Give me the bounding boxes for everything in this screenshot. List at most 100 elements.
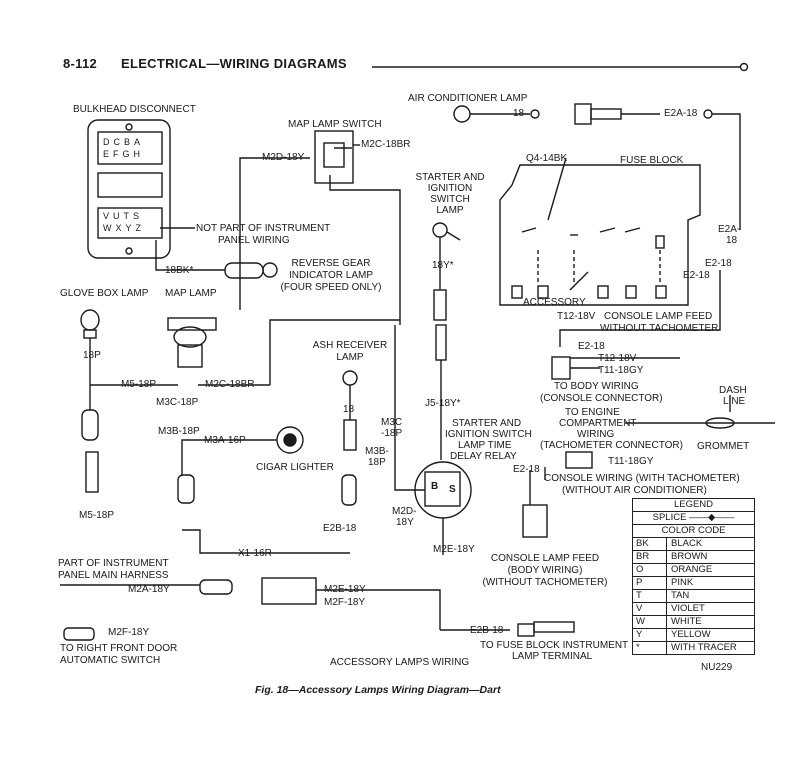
to-engine-label-4: (TACHOMETER CONNECTOR) (540, 440, 683, 451)
wire-m3b-v-1: M3B- (365, 446, 389, 457)
wire-e2a-18: E2A-18 (664, 108, 698, 119)
not-part-note-2: PANEL WIRING (218, 235, 290, 246)
reverse-lamp-label-3: (FOUR SPEED ONLY) (280, 282, 382, 293)
console-wiring-label-1: CONSOLE WIRING (WITH TACHOMETER) (544, 473, 740, 484)
console-wiring-label-2: (WITHOUT AIR CONDITIONER) (562, 485, 707, 496)
dash-line-label-1: DASH (719, 385, 747, 396)
bulkhead-cells-top-1: DCBA (103, 137, 145, 147)
wire-m3c-v-2: -18P (381, 428, 403, 439)
console-body-label-2: (BODY WIRING) (507, 565, 583, 576)
door-switch-label-2: AUTOMATIC SWITCH (60, 655, 161, 666)
starter-lamp-label-2: IGNITION (427, 183, 473, 194)
part-of-label-2: PANEL MAIN HARNESS (58, 570, 169, 581)
bulkhead-cells-top-2: EFGH (103, 149, 145, 159)
fuse-block-terminal-label-1: TO FUSE BLOCK INSTRUMENT (480, 640, 629, 651)
relay-label-4: DELAY RELAY (450, 451, 517, 462)
wire-m5-18p: M5-18P (121, 379, 157, 390)
wire-m2e-18y: M2E-18Y (324, 584, 366, 595)
accessory-label: ACCESSORY (523, 297, 586, 308)
wire-18-ash: 18 (343, 404, 355, 415)
wire-x1-16r: X1-16R (238, 548, 272, 559)
console-feed-label-2: WITHOUT TACHOMETER (600, 323, 719, 334)
relay-label-3: LAMP TIME (458, 440, 512, 451)
starter-lamp-label-3: SWITCH (430, 194, 470, 205)
wire-t12-18v-top: T12-18V (557, 311, 596, 322)
to-body-label-1: TO BODY WIRING (554, 381, 639, 392)
to-engine-label-3: WIRING (577, 429, 615, 440)
wire-q4-14bk: Q4-14BK (526, 153, 568, 164)
wire-e2a-18-side-2: 18 (726, 235, 738, 246)
bulkhead-cells-bottom-2: WXYZ (103, 223, 146, 233)
to-engine-label-2: COMPARTMENT (559, 418, 637, 429)
starter-lamp-label-1: STARTER AND (415, 172, 485, 183)
wire-m3c-18p: M3C-18P (156, 397, 199, 408)
wire-m3b-v-2: 18P (368, 457, 386, 468)
not-part-note-1: NOT PART OF INSTRUMENT (196, 223, 331, 234)
wire-e2-18-relay: E2-18 (513, 464, 540, 475)
wire-18bk: 18BK* (165, 265, 194, 276)
wire-m2f-18y-door: M2F-18Y (108, 627, 150, 638)
legend-title: LEGEND (673, 499, 714, 510)
starter-lamp-label-4: LAMP (436, 205, 464, 216)
wire-e2-18-fuse: E2-18 (683, 270, 710, 281)
reverse-lamp-label-2: INDICATOR LAMP (288, 270, 374, 281)
wire-t11-18gy-2: T11-18GY (608, 456, 654, 467)
wire-t12-18v: T12-18V (598, 353, 637, 364)
fuse-block-label: FUSE BLOCK (620, 155, 684, 166)
reverse-lamp-label-1: REVERSE GEAR (291, 258, 371, 269)
console-body-label-1: CONSOLE LAMP FEED (490, 553, 600, 564)
wire-m2c-18br-top: M2C-18BR (361, 139, 411, 150)
legend-row: *WITH TRACER (633, 641, 754, 654)
wire-m2d-18y: M2D-18Y (262, 152, 305, 163)
legend-color-code-title: COLOR CODE (661, 525, 726, 536)
relay-terminal-s: S (449, 484, 456, 495)
wire-m2a-18y: M2A-18Y (128, 584, 170, 595)
wire-18y-star: 18Y* (432, 260, 454, 271)
grommet-label: GROMMET (697, 441, 750, 452)
wire-e2-18-mid: E2-18 (578, 341, 605, 352)
dash-line-label-2: LINE (723, 396, 746, 407)
wire-e2b-18-low: E2B-18 (470, 625, 504, 636)
glove-box-lamp-label: GLOVE BOX LAMP (60, 288, 149, 299)
bulkhead-disconnect-label: BULKHEAD DISCONNECT (73, 104, 196, 115)
wire-18-ac: 18 (513, 108, 525, 119)
wire-m3b-18p: M3B-18P (158, 426, 200, 437)
to-engine-label-1: TO ENGINE (565, 407, 620, 418)
fuse-block-terminal-label-2: LAMP TERMINAL (512, 651, 593, 662)
cigar-lighter-label: CIGAR LIGHTER (256, 462, 334, 473)
relay-terminal-b: B (431, 481, 439, 492)
wire-j5-18y: J5-18Y* (425, 398, 461, 409)
ash-receiver-label-2: LAMP (336, 352, 364, 363)
figure-code: NU229 (701, 662, 733, 673)
map-lamp-switch-label: MAP LAMP SWITCH (288, 119, 382, 130)
relay-label-1: STARTER AND (452, 418, 522, 429)
legend-splice: SPLICE ——◆—— (652, 512, 735, 523)
wire-e2a-18-side-1: E2A- (718, 224, 741, 235)
wire-e2-18-right: E2-18 (705, 258, 732, 269)
ash-receiver-label-1: ASH RECEIVER (312, 340, 388, 351)
figure-caption: Fig. 18—Accessory Lamps Wiring Diagram—D… (255, 684, 501, 696)
wire-m3a-16p: M3A-16P (204, 435, 246, 446)
wire-t11-18gy: T11-18GY (598, 365, 644, 376)
page-number: 8-112 (63, 56, 98, 71)
console-body-label-3: (WITHOUT TACHOMETER) (482, 577, 608, 588)
door-switch-label-1: TO RIGHT FRONT DOOR (60, 643, 178, 654)
part-of-label-1: PART OF INSTRUMENT (58, 558, 169, 569)
wire-m3c-v-1: M3C (381, 417, 403, 428)
wire-m2d-v-2: 18Y (396, 517, 414, 528)
wire-m2e-18y-relay: M2E-18Y (433, 544, 475, 555)
relay-label-2: IGNITION SWITCH (445, 429, 532, 440)
wire-18p: 18P (83, 350, 101, 361)
wire-m2f-18y: M2F-18Y (324, 597, 366, 608)
wire-e2b-18: E2B-18 (323, 523, 357, 534)
air-conditioner-lamp-label: AIR CONDITIONER LAMP (408, 93, 528, 104)
wire-m5-18p-low: M5-18P (79, 510, 115, 521)
wire-m2d-v-1: M2D- (392, 506, 417, 517)
